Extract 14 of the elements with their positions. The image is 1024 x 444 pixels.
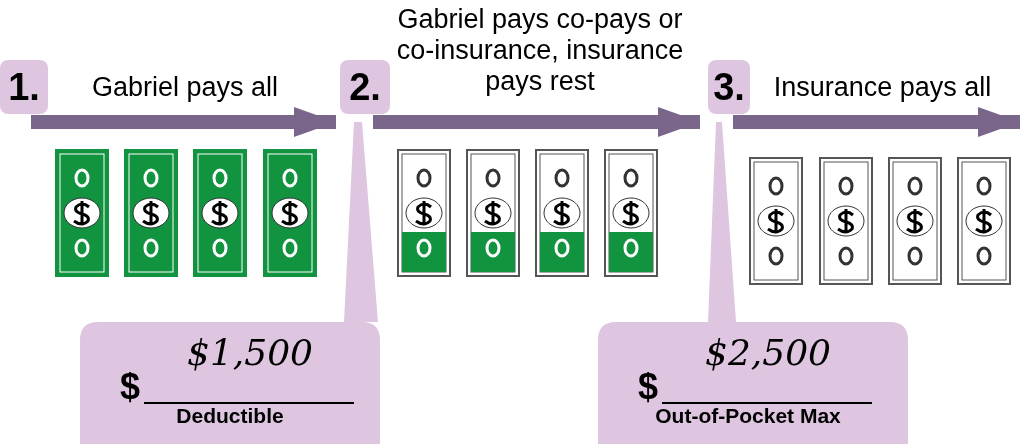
handwritten-amount: $2,500 <box>704 332 832 373</box>
step-number-badge: 3. <box>708 60 750 114</box>
callout-box <box>80 122 380 444</box>
edge-label: Insurance pays all <box>772 72 993 103</box>
arrow <box>733 107 1020 137</box>
handwritten-amount: $1,500 <box>186 332 314 373</box>
field-caption: Deductible <box>175 404 285 428</box>
arrow <box>31 107 336 137</box>
dollar-sign: $ <box>120 366 141 408</box>
edge-label: Gabriel pays co-pays or co-insurance, insurance pays rest <box>395 4 685 97</box>
callout-box <box>598 122 908 444</box>
arrow <box>373 107 700 137</box>
step-number-badge: 2. <box>340 60 390 114</box>
step-number-badge: 1. <box>0 60 48 114</box>
